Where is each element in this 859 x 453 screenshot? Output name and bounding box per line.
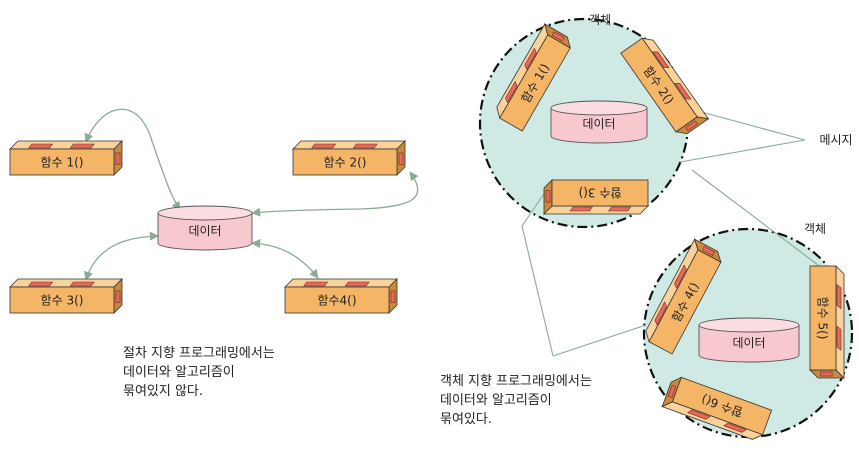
obj2-data-store-label: 데이터 [732,336,765,350]
obj2-function-4-box-port-2 [674,264,687,289]
proc-function-1-box-port-1 [28,143,54,149]
proc-function-1-box-port-2 [69,143,95,149]
proc-function-2-box-port-1 [311,143,337,149]
arrow-func3-data [84,231,159,281]
obj2-function-4-box-side-port [701,246,715,256]
obj2-function-5-box-port-1 [836,284,842,310]
caption-to-object1-line [521,184,554,357]
obj1-function-3-box-port-2 [569,206,593,212]
obj1-function-2-box-side-port [685,120,698,132]
arrow-func2-data [251,171,419,217]
proc-function-3-box-label: 함수 3() [41,294,84,308]
obj2-function-5-box-label: 함수 5() [816,297,830,340]
obj2-function-5-box-port-2 [836,325,842,351]
obj1-function-1-box-port-1 [505,80,518,104]
obj1-function-2-box-front-face [620,37,698,133]
obj2-data-store: 데이터 [698,317,800,363]
proc-data-store-top [157,205,253,221]
proc-function-4-box-port-1 [303,281,329,287]
procedural-caption-line-3: 묶여있지 않다. [123,384,204,399]
obj1-data-store-body [550,108,648,144]
oo-caption-line-1: 객체 지향 프로그래밍에서는 [440,374,592,389]
oo-caption-line-2: 데이터와 알고리즘이 [440,393,552,408]
proc-function-4-box-label: 함수4() [317,294,356,308]
obj1-data-store: 데이터 [550,100,648,144]
message-label: 메시지 [819,133,852,147]
object1-label: 객체 [589,13,611,27]
procedural-caption-line-2: 데이터와 알고리즘이 [123,365,235,380]
oo-caption-line-3: 묶여있다. [440,412,492,427]
proc-function-2-box-port-2 [352,143,378,149]
proc-function-1-box: 함수 1() [9,140,123,176]
obj2-data-store-top [698,317,800,333]
proc-function-2-box-label: 함수 2() [324,156,367,170]
obj1-function-2-box-port-1 [652,51,670,69]
object1-to-object2-line [691,169,823,269]
proc-function-4-box: 함수4() [284,278,398,314]
obj2-function-4-box-front-face [648,249,722,355]
object-oriented-caption: 객체 지향 프로그래밍에서는 데이터와 알고리즘이 묶여있다. [440,372,592,429]
obj1-function-2-box: 함수 2() [620,37,710,135]
proc-function-2-box: 함수 2() [292,140,406,176]
proc-data-store-body [157,213,253,251]
proc-function-1-box-front-face [9,148,115,176]
obj1-function-3-box-top-face [543,205,649,215]
function-boxes: 함수 1()함수 2()함수 3()함수4()함수 1()함수 2()함수 3(… [9,22,845,440]
obj2-function-5-box: 함수 5() [809,265,845,379]
procedural-caption: 절차 지향 프로그래밍에서는 데이터와 알고리즘이 묶여있지 않다. [123,344,275,401]
proc-function-3-box-top-face [9,278,123,288]
message-lines [521,109,823,357]
obj1-function-3-box-port-1 [607,206,632,212]
arrow-data-func4 [251,239,319,279]
caption-to-object2-line [552,324,647,357]
obj2-function-6-box-port-2 [687,409,711,420]
obj2-function-4-box-port-1 [654,301,668,326]
proc-data-store: 데이터 [157,205,253,251]
procedural-arrows [84,108,419,281]
procedural-caption-line-1: 절차 지향 프로그래밍에서는 [123,346,275,361]
obj2-data-store-body [698,325,800,363]
obj2-function-5-box-front-face [809,265,837,371]
proc-function-2-box-front-face [292,148,398,176]
obj2-function-6-box-side-port [667,384,677,398]
obj1-data-store-label: 데이터 [582,117,615,131]
message-callout-line [679,109,806,163]
proc-function-4-box-side-port [390,290,396,303]
obj1-function-1-box-port-2 [524,47,537,71]
proc-function-3-box-side-port [115,290,121,303]
proc-function-3-box-port-2 [69,281,95,287]
proc-data-store-label: 데이터 [188,224,221,238]
proc-function-2-box-top-face [292,140,406,150]
proc-function-3-box-port-1 [28,281,54,287]
proc-function-1-box-label: 함수 1() [41,156,84,170]
proc-function-2-box-side-port [398,152,404,165]
obj2-function-5-box-top-face [835,265,845,379]
proc-function-4-box-port-2 [344,281,370,287]
obj1-function-2-box-port-2 [674,82,692,100]
proc-function-1-box-side-port [115,152,121,165]
obj2-function-6-box-port-1 [723,422,747,433]
proc-function-3-box: 함수 3() [9,278,123,314]
proc-function-1-box-top-face [9,140,123,150]
proc-function-4-box-front-face [284,286,390,314]
obj1-function-3-box-side-port [545,190,551,203]
obj1-function-3-box: 함수 3() [543,179,649,215]
obj2-function-5-box-side-port [820,371,833,377]
proc-function-3-box-front-face [9,286,115,314]
obj1-function-3-box-front-face [551,179,649,207]
obj1-function-1-box-front-face [499,34,571,132]
arrow-func1-data [84,108,181,211]
obj2-function-6-box-front-face [671,376,773,436]
obj1-function-3-box-label: 함수 3() [579,186,622,200]
object2-label: 객체 [804,222,826,236]
obj1-function-1-box-side-port [551,31,565,42]
proc-function-4-box-top-face [284,278,398,288]
obj1-data-store-top [550,100,648,116]
